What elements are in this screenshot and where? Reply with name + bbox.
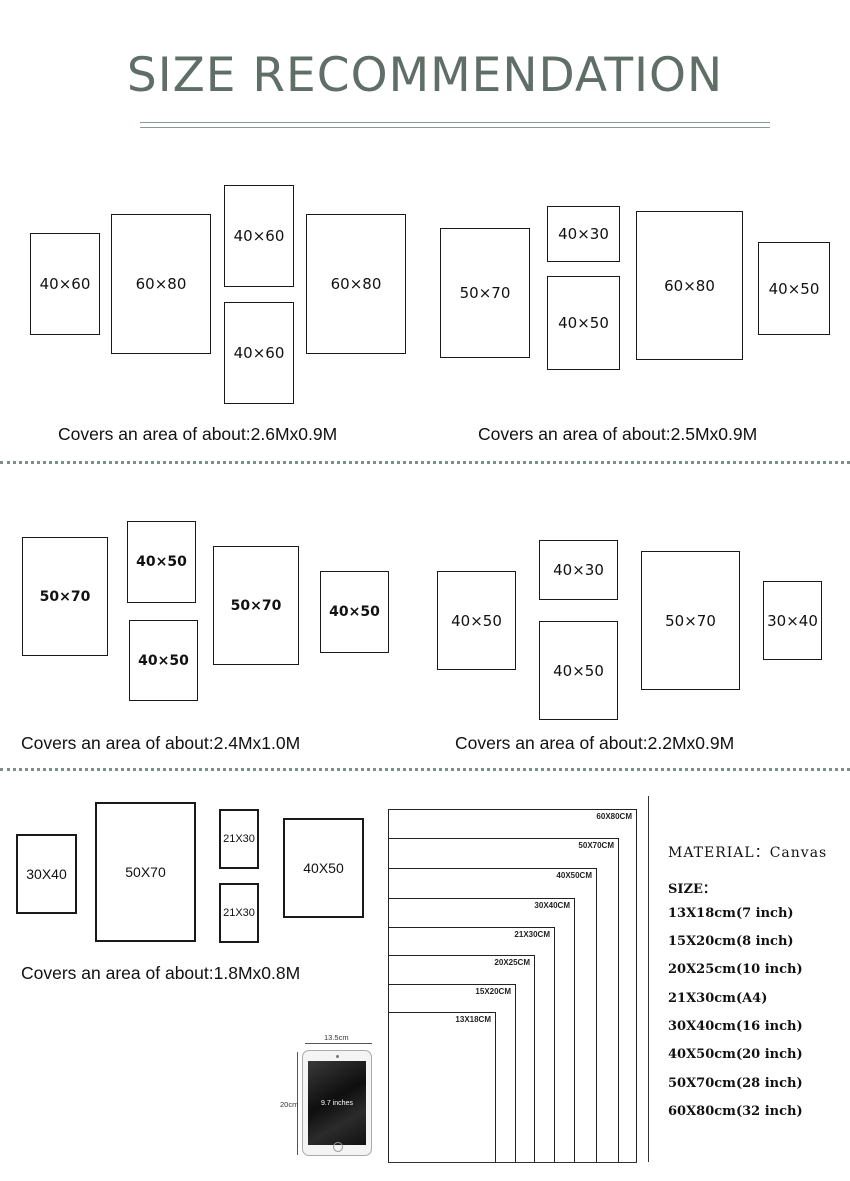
size-chart-label: 50X70CM (578, 841, 614, 850)
camera-icon (336, 1055, 339, 1058)
size-chart-label: 40X50CM (556, 871, 592, 880)
frame: 30X40 (16, 834, 77, 914)
frame: 40×30 (539, 540, 618, 600)
frame: 30×40 (763, 581, 822, 660)
layout-caption: Covers an area of about:1.8Mx0.8M (21, 963, 301, 983)
size-chart-label: 20X25CM (494, 958, 530, 967)
frame: 40×50 (758, 242, 830, 335)
separator-line (648, 796, 649, 1162)
frame: 60×80 (306, 214, 406, 354)
material-label: MATERIAL：Canvas (668, 845, 828, 861)
frame: 40×50 (547, 276, 620, 370)
width-dimension-line (305, 1043, 372, 1044)
frame: 40×60 (224, 185, 294, 287)
size-chart-label: 30X40CM (534, 901, 570, 910)
page-title: SIZE RECOMMENDATION (126, 48, 724, 103)
frame: 40×50 (320, 571, 389, 653)
frame: 50×70 (213, 546, 299, 665)
layout-caption: Covers an area of about:2.5Mx0.9M (478, 424, 758, 444)
frame: 50X70 (95, 802, 196, 942)
section-divider (0, 768, 850, 771)
tablet-height-label: 20cm (280, 1100, 299, 1109)
home-button-icon (333, 1142, 343, 1152)
size-list-item: 20X25cm(10 inch) (668, 962, 803, 977)
layout-caption: Covers an area of about:2.2Mx0.9M (455, 733, 735, 753)
size-chart-label: 15X20CM (475, 987, 511, 996)
frame: 40×50 (437, 571, 516, 670)
frame: 50×70 (641, 551, 740, 690)
size-list-item: 50X70cm(28 inch) (668, 1076, 803, 1091)
size-chart-label: 21X30CM (514, 930, 550, 939)
section-divider (0, 461, 850, 464)
frame: 40×60 (224, 302, 294, 404)
size-list-item: 21X30cm(A4) (668, 991, 768, 1006)
frame: 50×70 (440, 228, 530, 358)
size-heading: SIZE： (668, 882, 716, 897)
frame: 40X50 (283, 818, 364, 918)
size-list-item: 60X80cm(32 inch) (668, 1104, 803, 1119)
frame: 21X30 (219, 809, 259, 869)
size-chart-label: 13X18CM (455, 1015, 491, 1024)
frame: 21X30 (219, 883, 259, 943)
size-chart-baseline (388, 1162, 637, 1163)
layout-caption: Covers an area of about:2.4Mx1.0M (21, 733, 301, 753)
frame: 40×50 (129, 620, 198, 701)
size-list-item: 13X18cm(7 inch) (668, 906, 794, 921)
size-list-item: 15X20cm(8 inch) (668, 934, 794, 949)
size-list-item: 40X50cm(20 inch) (668, 1047, 803, 1062)
frame: 40×30 (547, 206, 620, 262)
frame: 60×80 (636, 211, 743, 360)
frame: 40×60 (30, 233, 100, 335)
title-underline-top (140, 122, 770, 123)
tablet-screen: 9.7 inches (308, 1061, 366, 1145)
size-chart-label: 60X80CM (596, 812, 632, 821)
frame: 40×50 (539, 621, 618, 720)
tablet-width-label: 13.5cm (324, 1033, 349, 1042)
frame: 40×50 (127, 521, 196, 603)
layout-caption: Covers an area of about:2.6Mx0.9M (58, 424, 338, 444)
title-underline-bottom (140, 127, 770, 128)
frame: 50×70 (22, 537, 108, 656)
size-outline-13x18: 13X18CM (388, 1012, 496, 1162)
tablet-device: 9.7 inches (302, 1050, 372, 1156)
frame: 60×80 (111, 214, 211, 354)
size-list-item: 30X40cm(16 inch) (668, 1019, 803, 1034)
tablet-screen-label: 9.7 inches (321, 1099, 353, 1107)
height-dimension-line (297, 1052, 298, 1155)
